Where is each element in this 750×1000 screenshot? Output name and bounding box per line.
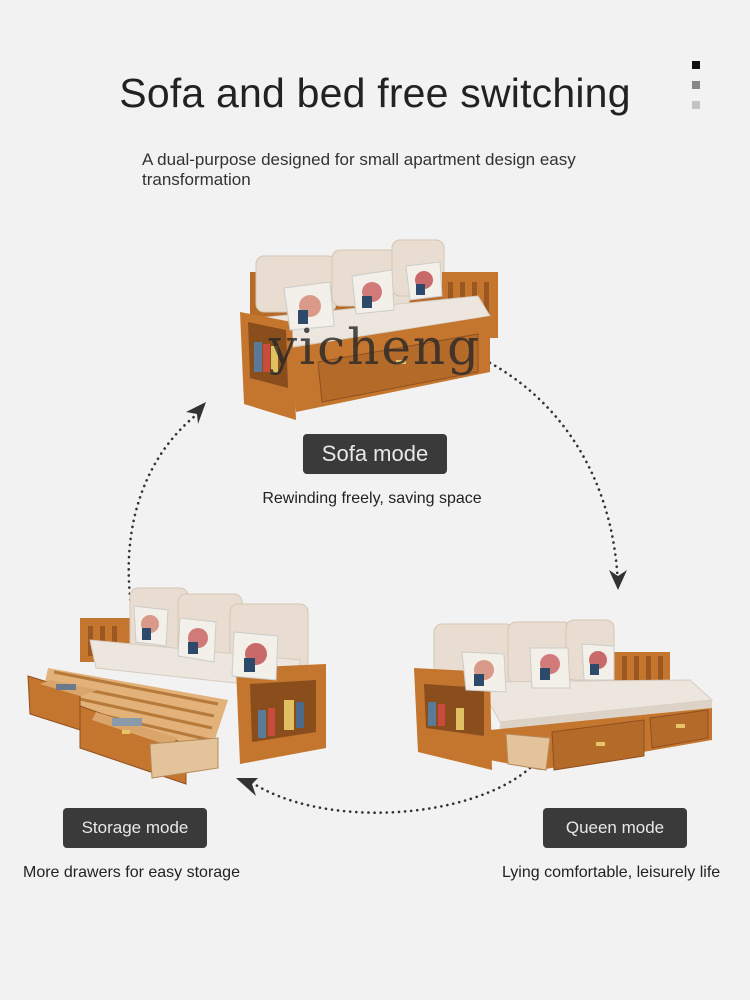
pagination-dot-2[interactable] <box>692 81 700 89</box>
sofa-mode-image <box>240 239 498 420</box>
storage-mode-caption: More drawers for easy storage <box>23 864 240 881</box>
cycle-arrow-head-right <box>609 570 627 590</box>
sofa-mode-label: Sofa mode <box>303 434 447 474</box>
queen-mode-label: Queen mode <box>543 808 687 848</box>
pagination-dots <box>692 61 701 121</box>
cycle-arrow-head-left <box>186 402 206 424</box>
storage-mode-image <box>27 587 326 785</box>
pagination-dot-1[interactable] <box>692 61 700 69</box>
cycle-arrow-sofa-to-queen <box>466 350 620 590</box>
queen-mode-image <box>414 619 714 771</box>
storage-mode-label: Storage mode <box>63 808 207 848</box>
page-subtitle: A dual-purpose designed for small apartm… <box>142 150 576 189</box>
pagination-dot-3[interactable] <box>692 101 700 109</box>
cycle-arrow-head-bottom <box>236 778 258 796</box>
sofa-mode-caption: Rewinding freely, saving space <box>262 490 482 507</box>
cycle-arrow-storage-to-sofa <box>127 410 202 614</box>
queen-mode-caption: Lying comfortable, leisurely life <box>502 864 721 881</box>
page-title: Sofa and bed free switching <box>119 70 631 116</box>
cycle-arrow-queen-to-storage <box>246 766 532 814</box>
watermark: yicheng <box>268 318 482 376</box>
